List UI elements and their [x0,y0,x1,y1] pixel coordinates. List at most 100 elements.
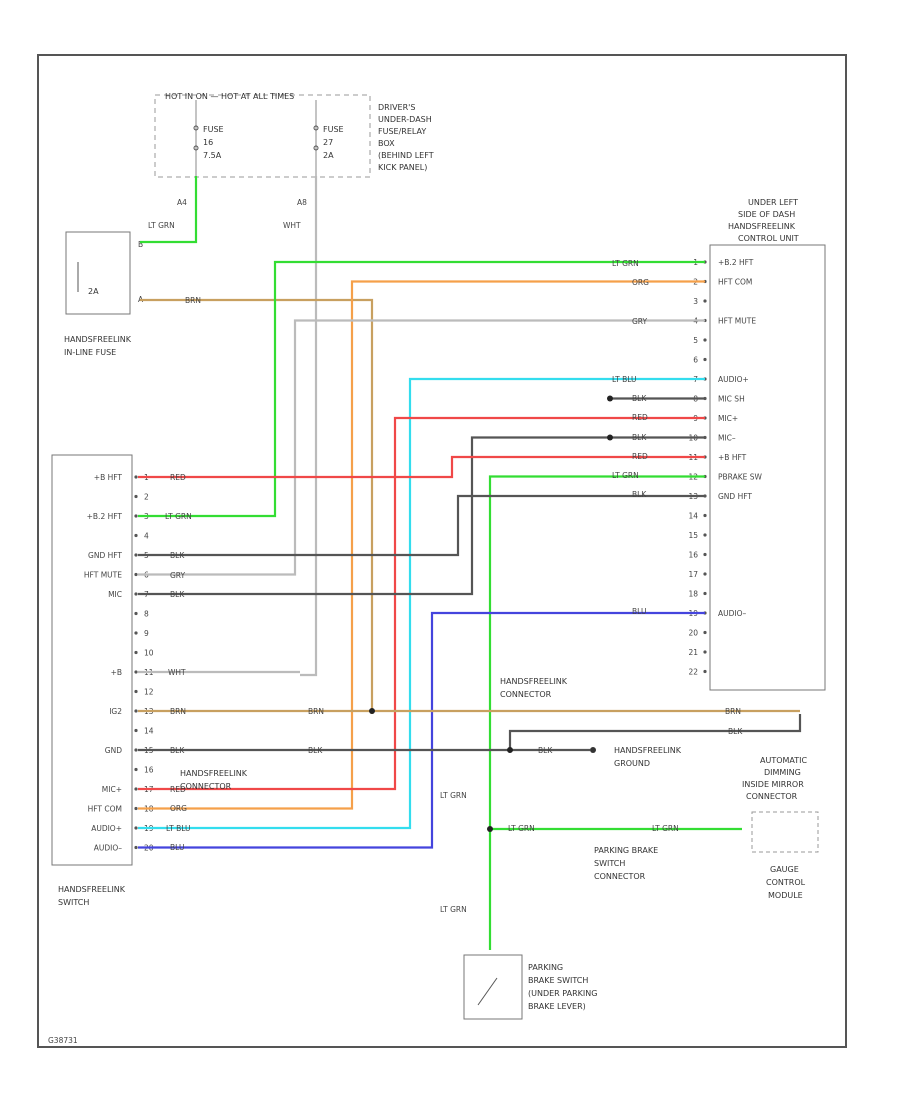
switch-pin-dot [134,533,138,538]
cu-pin-dot [703,572,707,576]
switch-pin-dot [134,689,138,694]
gauge-module-box [751,811,819,853]
wl-ltgrn-h2: LT GRN [652,824,679,833]
switch-pin-dot [134,767,138,772]
pbrake-sw-2: BRAKE SWITCH [528,976,588,985]
cu-pin-number: 15 [688,531,698,540]
gauge-2: CONTROL [766,878,806,887]
pbrake-sw-1: PARKING [528,963,563,972]
component-labels: HANDSFREELINK CONNECTOR HANDSFREELINK CO… [48,677,808,1045]
wl-sw7: BLK [170,590,185,599]
switch-pin-name: IG2 [109,707,122,716]
switch-pin-name: MIC [108,590,122,599]
cu-pin-number: 18 [688,590,698,599]
switch-pin-dot [134,514,138,518]
switch-pin-dot [134,826,138,830]
parking-brake-switch-box [463,954,523,1020]
control-unit-label-4: CONTROL UNIT [738,234,799,243]
switch-pin-name: GND [105,746,122,755]
cu-pin-number: 5 [693,336,698,345]
cu-pin-number: 17 [688,570,698,579]
switch-pin-dot [134,592,138,596]
cu-pin-name: +B HFT [718,453,747,462]
wl-cu19: BLU [632,607,646,616]
switch-pin-number: 9 [144,629,149,638]
fuse-box-label-4: BOX [378,139,395,148]
hfl-connector-top-1: HANDSFREELINK [500,677,568,686]
cu-pin-number: 21 [688,648,698,657]
fuse-box-label-5: (BEHIND LEFT [378,151,434,160]
switch-pin-number: 12 [144,688,154,697]
wht-top-label: WHT [283,221,301,230]
wl-sw18: ORG [170,804,187,813]
switch-pin-number: 16 [144,766,154,775]
cu-pin-number: 20 [688,629,698,638]
cu-pin-dot [703,513,707,518]
switch-pin-number: 14 [144,727,154,736]
wl-sw15b: BLK [308,746,323,755]
wire-cu19-blu [138,611,705,849]
pin-a8-label: A8 [297,198,307,207]
pbrake-conn-1: PARKING BRAKE [594,846,658,855]
cu-pin-dot [703,357,707,362]
switch-pin-dot [134,748,138,752]
wire-labels: LT GRN ORG GRY LT BLU BLK RED BLK RED LT… [165,259,743,914]
wl-sw3: LT GRN [165,512,192,521]
wl-cu11: RED [632,452,648,461]
hot-bar-label: HOT IN ON — HOT AT ALL TIMES [165,92,294,101]
fuse1-line3: 7.5A [203,151,222,160]
wire-fuse16-ltgrn [140,176,198,244]
wl-sw20: BLU [170,843,184,852]
switch-pin-name: HFT COM [88,805,122,814]
switch-pin-name: GND HFT [88,551,122,560]
wire-mirror-blk [508,714,802,750]
wl-sw1: RED [170,473,186,482]
inline-fuse-label-1: HANDSFREELINK [64,335,132,344]
cu-pin-dot [703,299,707,303]
wl-sw6: GRY [170,571,186,580]
wl-sw13b: BRN [308,707,324,716]
switch-pin-dot [134,475,138,479]
fuse1-line1: FUSE [203,125,224,134]
wl-cu8: BLK [632,394,647,403]
junction-dot [607,395,613,402]
fuse1-line2: 16 [203,138,213,147]
hfl-ground-1: HANDSFREELINK [614,746,682,755]
switch-pin-name: AUDIO+ [91,824,122,833]
diagram-border [37,54,847,1048]
hfl-connector-bot-2: CONNECTOR [180,782,232,791]
wl-sw11: WHT [168,668,186,677]
parking-brake-switch-blade [477,977,498,1006]
gauge-1: GAUGE [770,865,799,874]
inline-fuse-value: 2A [88,287,99,296]
switch-pin-name: MIC+ [102,785,122,794]
cu-pin-name: AUDIO– [718,609,747,618]
cu-pin-dot [703,591,707,596]
switch-pin-name: HFT MUTE [84,571,122,580]
wire-cu12-ltgrn [488,475,705,950]
cu-pin-dot [703,630,707,635]
dimming-3: INSIDE MIRROR [742,780,804,789]
fuse-box-label-3: FUSE/RELAY [378,127,426,136]
junction-dot [369,708,375,714]
cu-pin-name: GND HFT [718,492,752,501]
wire-cu11-red [138,455,705,479]
wire-cu1-ltgrn [138,260,705,518]
cu-pin-name: HFT MUTE [718,317,756,326]
cu-pin-name: HFT COM [718,278,752,287]
pbrake-conn-2: SWITCH [594,859,625,868]
cu-pin-name: MIC SH [718,395,745,404]
fuse2-line1: FUSE [323,125,344,134]
switch-pin-dot [134,806,138,811]
hfl-connector-bot-1: HANDSFREELINK [180,769,248,778]
switch-pin-number: 10 [144,649,154,658]
switch-pin-dot [134,650,138,655]
switch-pin-number: 8 [144,610,149,619]
wl-ltgrn-vert1: LT GRN [440,791,467,800]
inline-fuse-pin-b: B [138,240,143,249]
hfl-connector-top-2: CONNECTOR [500,690,552,699]
cu-pin-dot [703,650,707,654]
junction-dot [487,826,493,832]
cu-pin-number: 6 [693,356,698,365]
